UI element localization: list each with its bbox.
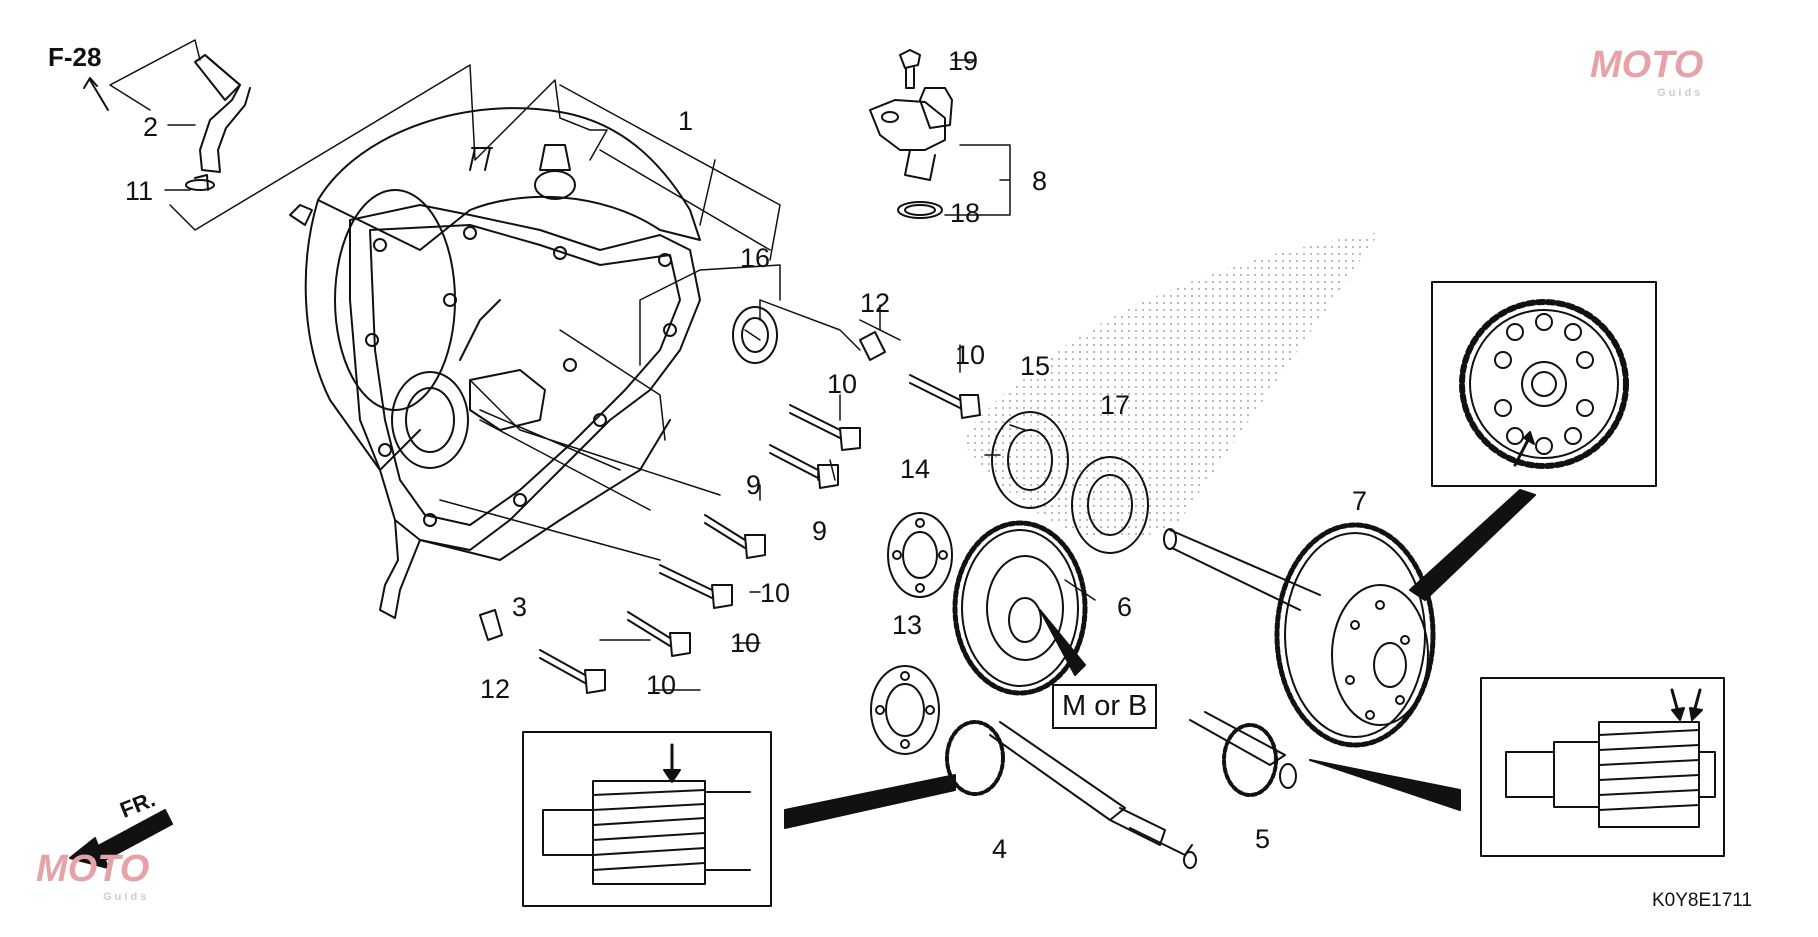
gear-6-pointer [1039,609,1086,676]
callout-4: 4 [992,834,1008,864]
callout-3: 3 [512,592,528,622]
gear-6 [952,520,1088,696]
watermark-sub: Guids [1657,87,1704,99]
callout-17: 17 [1100,390,1131,420]
callout-1: 1 [678,106,694,136]
callout-6: 6 [1117,592,1133,622]
callout-12b: 12 [480,674,511,704]
callout-19: 19 [948,46,979,76]
callout-13: 13 [892,610,923,640]
reference-label: F-28 [48,42,102,72]
callout-9a: 9 [746,470,762,500]
bolts [539,374,981,694]
callout-16: 16 [740,243,771,273]
callout-10e: 10 [646,670,677,700]
callout-11: 11 [125,176,154,206]
variant-note: M or B [1052,684,1158,729]
callout-2: 2 [143,112,159,142]
bearing-16 [732,306,778,364]
callout-ticks [164,59,1096,691]
reference-arrow [83,77,109,111]
callout-5: 5 [1255,824,1271,854]
pointer-to-detail-7 [1409,489,1536,601]
leader-lines [109,39,901,641]
callout-15: 15 [1020,351,1051,381]
bearing-15 [991,411,1069,509]
breather-tube-drawing [185,54,251,191]
pointer-to-detail-4 [784,774,956,829]
shaft-5 [1189,711,1297,797]
callout-10c: 10 [760,578,791,608]
callout-10b: 10 [827,369,858,399]
callout-7: 7 [1352,486,1368,516]
bearing-14 [887,512,953,598]
stipple-shading [960,232,1380,540]
watermark-logo: MOTO Guids [1590,44,1703,99]
detail-shaft-4-teeth [522,731,772,907]
callout-10a: 10 [955,340,986,370]
pointer-to-detail-5 [1309,759,1461,811]
watermark-sub-bottom: Guids [103,891,150,903]
callout-14: 14 [900,454,931,484]
dowel-pins [479,331,886,641]
callout-8: 8 [1032,166,1048,196]
callout-10d: 10 [730,628,761,658]
detail-shaft-5-teeth [1480,677,1725,857]
crankcase-cover-drawing [289,107,701,619]
bearing-13 [870,665,940,755]
detail-gear-teeth [1431,281,1657,487]
watermark-brand: MOTO [1590,44,1704,86]
front-direction-arrow [69,809,173,869]
speed-sensor-drawing [869,49,953,219]
bearing-17 [1071,456,1149,554]
callout-18: 18 [950,198,981,228]
watermark-brand-bottom: MOTO [36,848,150,890]
primary-shaft-4 [945,720,1197,869]
callout-12a: 12 [860,288,891,318]
diagram-code: K0Y8E1711 [1652,890,1753,911]
countershaft-7 [1163,522,1436,748]
callout-9b: 9 [812,516,828,546]
watermark-logo-bottom: MOTO Guids [36,848,149,903]
